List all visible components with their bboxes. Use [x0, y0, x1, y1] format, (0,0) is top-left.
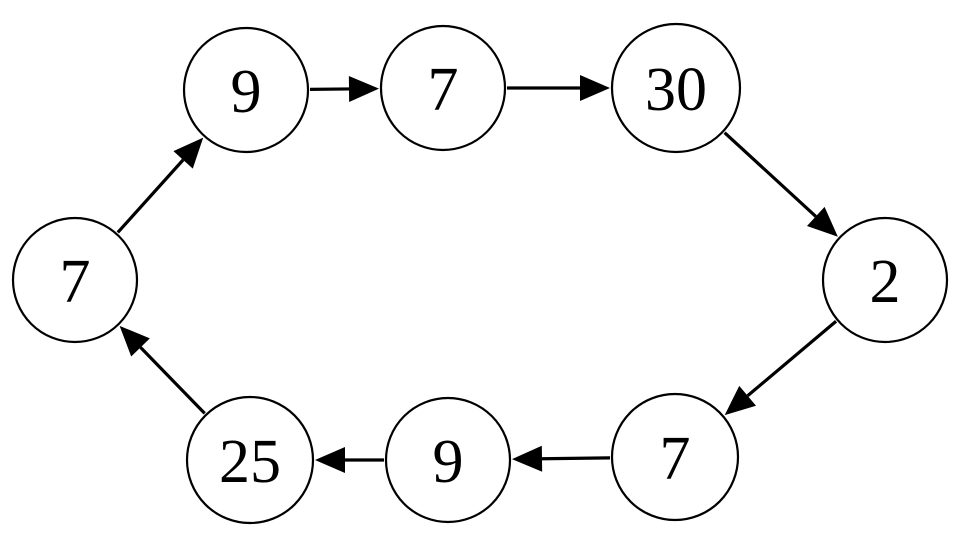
- arrowhead-icon: [315, 447, 345, 473]
- graph-node-n7[interactable]: 7: [11, 216, 139, 344]
- node-circle[interactable]: [185, 395, 315, 525]
- arrowhead-icon: [348, 75, 379, 102]
- graph-edge-25-to-7: [139, 346, 206, 415]
- node-label: 25: [219, 428, 281, 496]
- graph-edge-2-to-7: [746, 320, 838, 398]
- node-circle[interactable]: [384, 396, 512, 524]
- arrowhead-icon: [119, 325, 150, 357]
- graph-node-n6[interactable]: 25: [185, 395, 315, 525]
- node-circle[interactable]: [11, 216, 139, 344]
- arrowhead-icon: [580, 75, 610, 101]
- node-label: 7: [660, 425, 691, 493]
- node-label: 7: [428, 56, 459, 124]
- edge-layer: [116, 75, 838, 473]
- graph-node-n4[interactable]: 7: [610, 392, 740, 522]
- node-label: 7: [60, 248, 91, 316]
- node-label: 30: [645, 56, 707, 124]
- arrowhead-icon: [806, 206, 838, 237]
- node-label: 2: [870, 248, 901, 316]
- node-circle[interactable]: [610, 22, 742, 154]
- node-layer: 9 7 30 2 7 9 25 7: [11, 22, 949, 525]
- graph-node-n3[interactable]: 2: [821, 216, 949, 344]
- node-circle[interactable]: [821, 216, 949, 344]
- node-circle[interactable]: [610, 392, 740, 522]
- graph-node-n1[interactable]: 7: [379, 24, 507, 152]
- arrowhead-icon: [724, 385, 757, 416]
- arrowhead-icon: [511, 445, 543, 472]
- graph-edge-30-to-2: [723, 131, 817, 218]
- node-label: 9: [433, 428, 464, 496]
- graph-node-n5[interactable]: 9: [384, 396, 512, 524]
- node-label: 9: [231, 58, 262, 126]
- graph-node-n0[interactable]: 9: [182, 26, 310, 154]
- graph-edge-7-to-9: [541, 456, 611, 461]
- node-circle[interactable]: [182, 26, 310, 154]
- arrowhead-icon: [173, 137, 204, 169]
- graph-node-n2[interactable]: 30: [610, 22, 742, 154]
- node-circle[interactable]: [379, 24, 507, 152]
- graph-edge-7-to-9: [116, 158, 185, 234]
